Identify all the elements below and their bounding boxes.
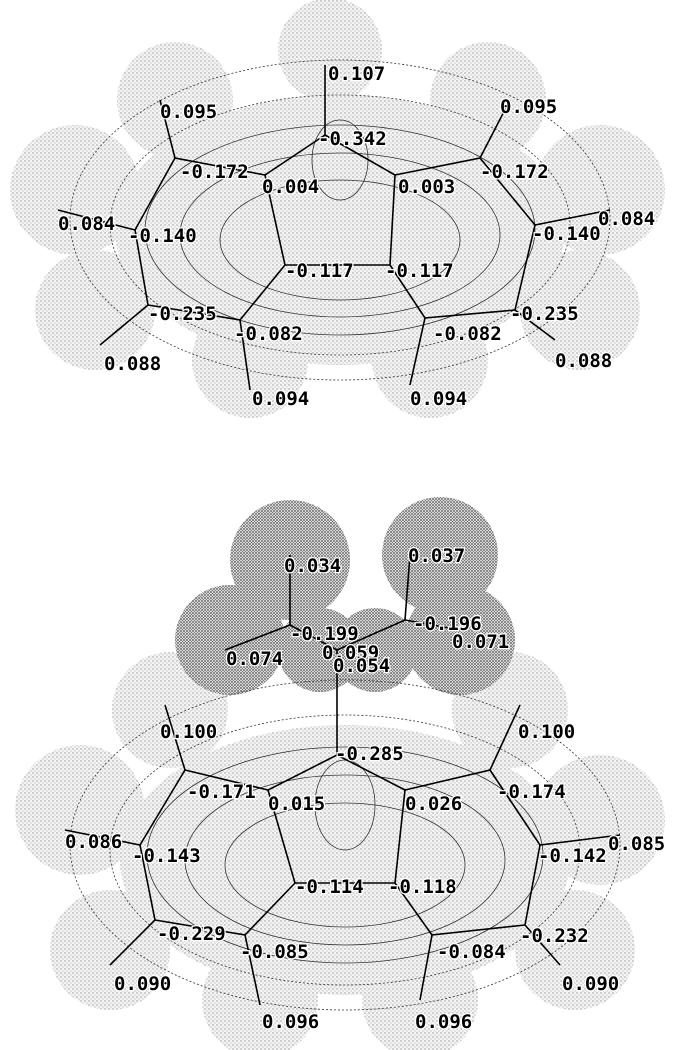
charge-label: -0.235 (510, 303, 579, 325)
molecule-top: 0.107 -0.342 0.095 0.095 -0.172 -0.172 0… (10, 0, 665, 418)
charge-label: -0.140 (532, 223, 601, 245)
charge-label: -0.118 (388, 876, 457, 898)
molecule-bottom: 0.034 0.037 -0.199 -0.196 0.071 0.074 0.… (15, 497, 667, 1050)
charge-label: -0.117 (385, 260, 454, 282)
charge-label: -0.285 (335, 743, 404, 765)
charge-label: -0.174 (497, 781, 566, 803)
charge-label: 0.084 (58, 213, 115, 235)
charge-label: -0.140 (128, 225, 197, 247)
charge-label: -0.114 (295, 876, 364, 898)
charge-label: 0.100 (518, 721, 575, 743)
charge-label: 0.054 (333, 655, 390, 677)
charge-label: -0.172 (480, 161, 549, 183)
charge-label: 0.084 (598, 208, 655, 230)
charge-label: -0.084 (437, 941, 506, 963)
charge-label: 0.088 (104, 353, 161, 375)
charge-label: -0.142 (538, 845, 607, 867)
charge-label: 0.071 (452, 631, 509, 653)
charge-label: 0.094 (410, 388, 467, 410)
charge-label: -0.196 (413, 613, 482, 635)
charge-label: 0.090 (562, 973, 619, 995)
charge-label: -0.117 (285, 260, 354, 282)
charge-label: -0.235 (148, 303, 217, 325)
charge-label: -0.171 (187, 781, 256, 803)
contour-lines-bottom (69, 679, 621, 1011)
charge-label: -0.082 (234, 323, 303, 345)
charge-label: -0.082 (433, 323, 502, 345)
bonds-bottom (64, 554, 621, 1006)
charge-label: 0.004 (262, 176, 319, 198)
charge-label: 0.034 (284, 555, 341, 577)
charge-label: 0.088 (555, 350, 612, 372)
charge-label: 0.096 (262, 1011, 319, 1033)
bonds-top (57, 65, 611, 391)
charge-label: 0.086 (65, 831, 122, 853)
charge-label: 0.003 (398, 176, 455, 198)
charge-label: -0.229 (157, 923, 226, 945)
charge-label: 0.096 (415, 1011, 472, 1033)
charge-label: 0.074 (226, 648, 283, 670)
charge-label: 0.026 (405, 793, 462, 815)
charge-label: 0.095 (500, 96, 557, 118)
charge-label: 0.059 (322, 642, 379, 664)
charge-labels-bottom: 0.034 0.037 -0.199 -0.196 0.071 0.074 0.… (64, 544, 667, 1035)
charge-label: -0.232 (520, 925, 589, 947)
charge-label: -0.172 (180, 161, 249, 183)
charge-label: -0.085 (240, 941, 309, 963)
charge-label: 0.107 (328, 63, 385, 85)
charge-label: 0.085 (608, 833, 665, 855)
charge-label: 0.015 (268, 793, 325, 815)
charge-label: -0.143 (132, 845, 201, 867)
charge-label: -0.342 (318, 128, 387, 150)
charge-label: 0.094 (252, 388, 309, 410)
charge-label: -0.199 (290, 623, 359, 645)
charge-label: 0.095 (160, 101, 217, 123)
charge-labels-top: 0.107 -0.342 0.095 0.095 -0.172 -0.172 0… (57, 62, 657, 412)
charge-label: 0.037 (408, 545, 465, 567)
charge-label: 0.090 (114, 973, 171, 995)
charge-label: 0.100 (160, 721, 217, 743)
